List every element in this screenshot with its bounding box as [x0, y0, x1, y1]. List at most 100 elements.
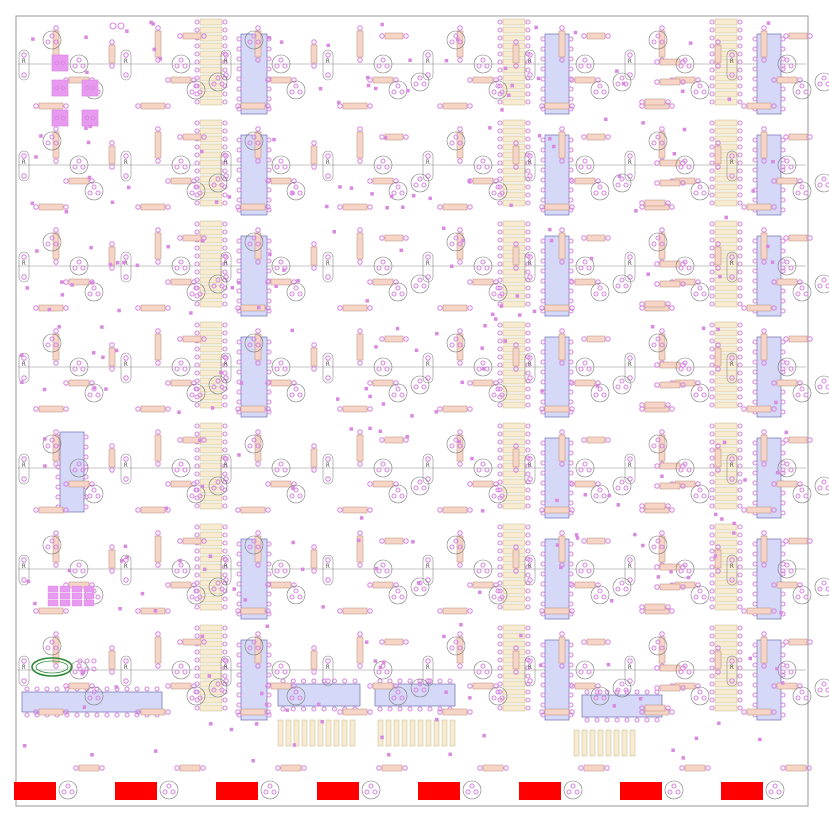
socket-pad	[497, 705, 503, 711]
transistor-pad	[491, 392, 497, 398]
resistor-pad	[337, 608, 343, 614]
socket-pad	[737, 221, 743, 227]
transistor-pad	[45, 544, 51, 550]
transistor-pad	[671, 783, 677, 789]
resistor-body	[684, 764, 706, 772]
socket-pad	[222, 665, 228, 671]
transistor-icon	[69, 256, 89, 276]
transistor-pad	[178, 57, 184, 63]
component-marker-label: R	[124, 58, 128, 65]
via	[125, 29, 129, 33]
socket-pad	[525, 269, 531, 275]
resistor-icon	[356, 530, 364, 568]
via	[681, 89, 685, 94]
chip-pin	[780, 207, 786, 213]
chip-pin	[236, 177, 242, 183]
via	[164, 506, 169, 511]
socket-pin	[199, 300, 223, 308]
resistor-pad	[109, 63, 115, 69]
socket-pad	[737, 378, 743, 384]
resistor-pad	[311, 342, 317, 348]
resistor-icon	[539, 708, 575, 716]
chip-pin	[540, 177, 546, 183]
resistor-pad	[797, 380, 803, 386]
transistor-pad	[282, 164, 288, 170]
resistor-pad	[639, 705, 645, 711]
resistor-body	[659, 159, 681, 167]
transistor-outline	[648, 30, 668, 50]
via	[434, 410, 438, 414]
resistor-pad	[165, 709, 171, 715]
resistor-icon	[467, 581, 499, 589]
chip-pin	[752, 36, 758, 42]
component-outline	[120, 352, 132, 384]
chip-pin	[311, 706, 317, 712]
resistor-pad	[467, 406, 473, 412]
chip-pin	[752, 440, 758, 446]
header-pin	[59, 585, 71, 593]
socket-pin	[199, 151, 223, 159]
chip-pin	[780, 268, 786, 274]
chip-pin	[568, 137, 574, 143]
resistor-icon	[437, 203, 473, 211]
resistor-body	[574, 682, 596, 690]
transistor-pad	[413, 182, 419, 188]
transistor-pad	[384, 63, 390, 69]
socket-pad	[737, 322, 743, 328]
component-marker-label: R	[628, 361, 632, 368]
socket-pad	[497, 128, 503, 134]
transistor-outline	[814, 577, 829, 597]
chip-pin	[752, 177, 758, 183]
component-marker-label: R	[22, 664, 26, 671]
resistor-pad	[807, 336, 813, 342]
transistor-pad	[480, 259, 486, 265]
transistor-pad	[376, 568, 382, 574]
resistor-body	[310, 650, 318, 670]
via	[717, 721, 721, 726]
via	[237, 453, 241, 457]
socket-pin	[199, 696, 223, 704]
chip-pin	[780, 359, 786, 365]
transistor-pad	[282, 63, 288, 69]
via	[617, 174, 622, 179]
resistor-body	[644, 502, 666, 510]
resistor-pad	[367, 305, 373, 311]
socket-pad	[497, 641, 503, 647]
socket-pad	[497, 447, 503, 453]
socket-pad	[222, 596, 228, 602]
transistor-pad	[701, 89, 707, 95]
resistor-pad	[761, 663, 767, 669]
resistor-body	[310, 44, 318, 64]
resistor-body	[558, 232, 566, 260]
via	[64, 210, 69, 214]
transistor-pad	[476, 164, 482, 170]
chip-pin	[236, 359, 242, 365]
socket-pad	[497, 269, 503, 275]
resistor-pad	[457, 25, 463, 31]
transistor-pad	[274, 164, 280, 170]
resistor-pad	[513, 39, 519, 45]
chip-pin	[540, 399, 546, 405]
socket-pad	[194, 229, 200, 235]
chip-pin	[752, 490, 758, 496]
resistor-pad	[393, 380, 399, 386]
transistor-outline	[244, 131, 264, 151]
resistor-pad	[177, 33, 183, 39]
resistor-pad	[155, 126, 161, 132]
resistor-body	[356, 333, 364, 361]
resistor-pad	[109, 140, 115, 146]
transistor-outline	[814, 678, 829, 698]
resistor-body	[270, 379, 292, 387]
resistor-pad	[135, 507, 141, 513]
transistor-pad	[682, 562, 688, 568]
resistor-pad	[771, 709, 777, 715]
transistor-outline	[410, 274, 430, 294]
socket-pad	[709, 394, 715, 400]
socket-pin	[199, 369, 223, 377]
resistor-body	[760, 30, 768, 58]
chip-pin	[104, 712, 110, 718]
transistor-icon	[244, 333, 264, 353]
via	[616, 503, 620, 507]
component-pad	[729, 577, 735, 583]
transistor-pad	[476, 467, 482, 473]
